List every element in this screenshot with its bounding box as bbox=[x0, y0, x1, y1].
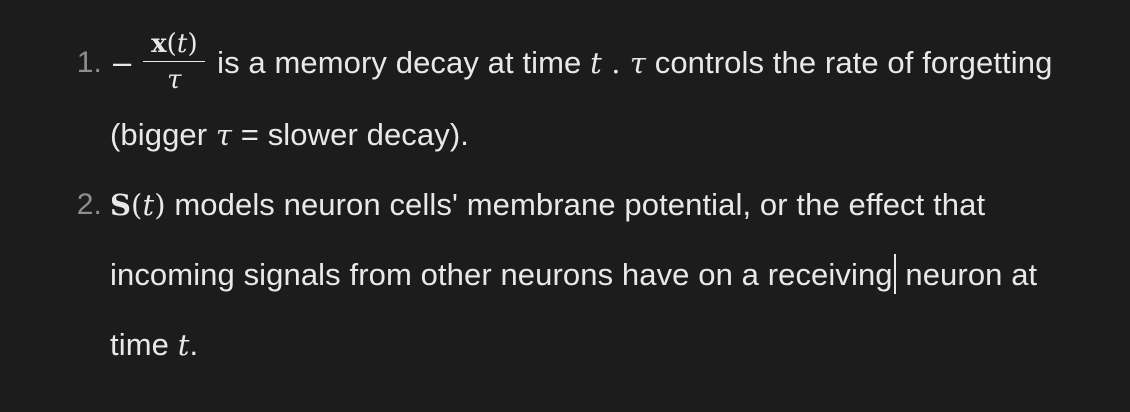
text-cursor bbox=[893, 253, 896, 294]
item1-text-c: = slower decay). bbox=[232, 116, 469, 152]
fraction-denominator-tau: τ bbox=[167, 65, 182, 96]
item2-symbol-S: S bbox=[110, 187, 132, 222]
item1-text-b: controls the rate of forgetting (bigger bbox=[110, 45, 1062, 152]
fraction-numerator: x(t) bbox=[147, 30, 202, 61]
item2-text-after-caret: neuron at time bbox=[110, 256, 1046, 362]
item2-var-t-end: t bbox=[177, 327, 190, 362]
item2-text-end: . bbox=[189, 326, 199, 362]
fraction-bar bbox=[143, 60, 206, 63]
numerator-paren-open: ( bbox=[166, 28, 177, 59]
item2-var-t: t bbox=[142, 187, 155, 222]
list-marker-2: 2. bbox=[76, 187, 102, 221]
list-item: 2. S(t) models neuron cells' membrane po… bbox=[62, 170, 1070, 380]
ordered-list: 1. − x(t) τ is a memory decay at time t … bbox=[62, 28, 1070, 380]
list-marker-1: 1. bbox=[76, 46, 102, 79]
numerator-bold-x: x bbox=[151, 28, 167, 59]
item1-period: . bbox=[601, 46, 630, 80]
minus-sign: − bbox=[110, 46, 135, 81]
fraction-formula: − x(t) τ bbox=[110, 28, 208, 98]
fraction: x(t) τ bbox=[143, 30, 206, 96]
item2-text-body: models neuron cells' membrane potential,… bbox=[110, 186, 994, 292]
list-item: 1. − x(t) τ is a memory decay at time t … bbox=[62, 28, 1070, 170]
numerator-paren-close: ) bbox=[187, 28, 198, 59]
item2-paren-close: ) bbox=[154, 187, 166, 222]
item1-var-tau: τ bbox=[629, 46, 647, 80]
numerator-var-t: t bbox=[176, 28, 188, 59]
item1-text-a: is a memory decay at time bbox=[208, 45, 591, 80]
item1-var-t: t bbox=[590, 46, 602, 80]
item2-paren-open: ( bbox=[131, 187, 143, 222]
item1-var-tau-2: τ bbox=[215, 117, 233, 152]
